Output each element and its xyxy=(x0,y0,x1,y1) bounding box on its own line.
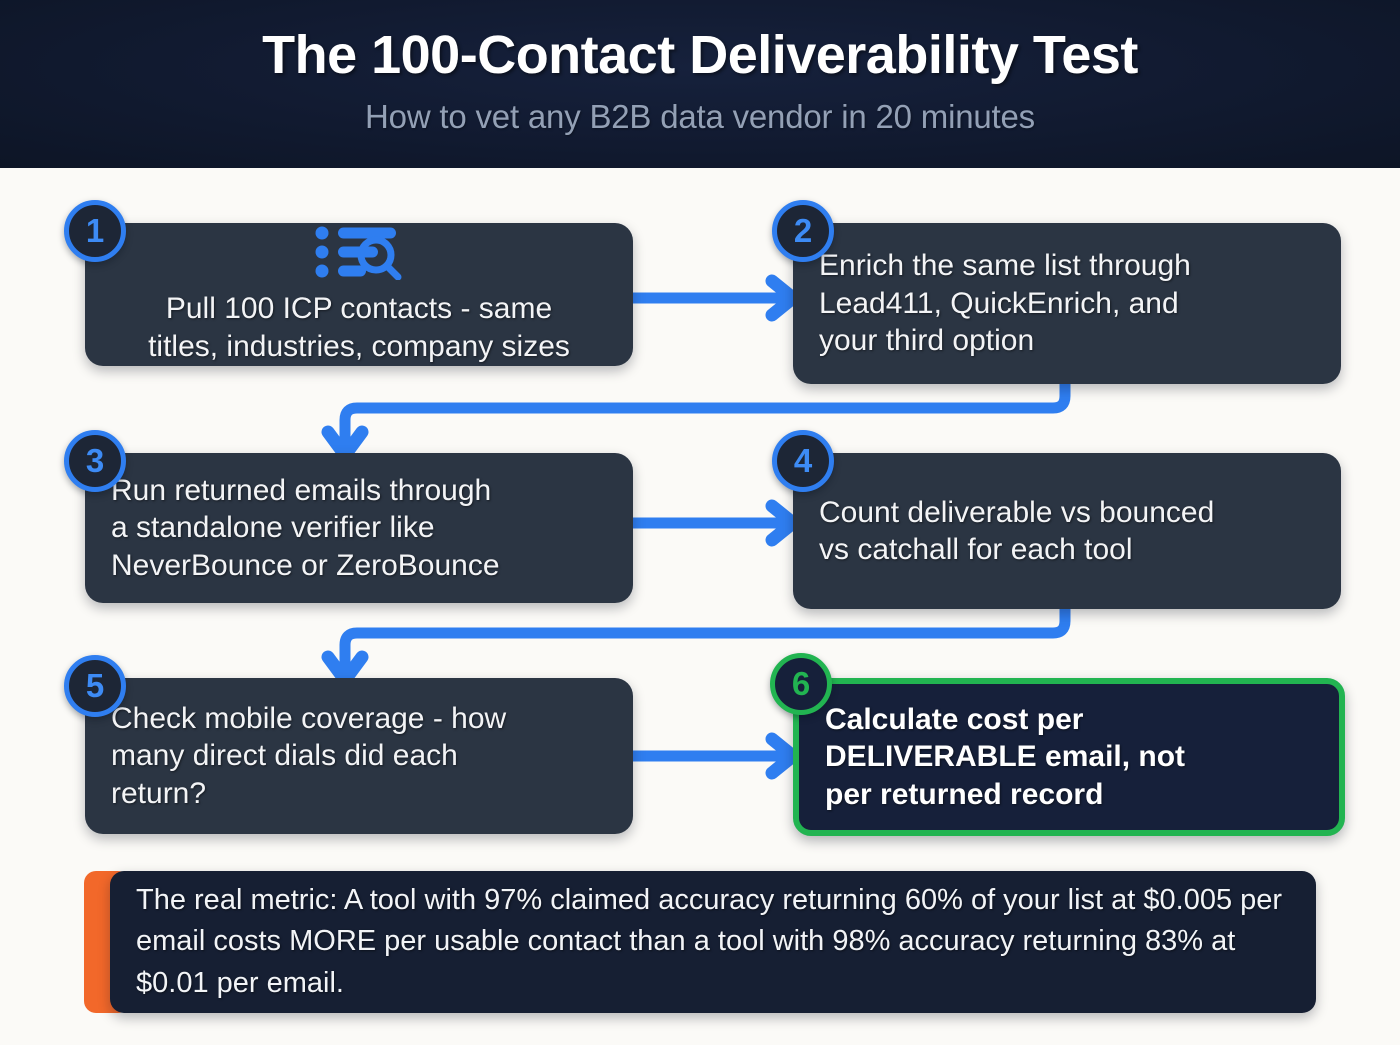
footer-callout: The real metric: A tool with 97% claimed… xyxy=(84,871,1316,1013)
footer-box: The real metric: A tool with 97% claimed… xyxy=(110,871,1316,1013)
step-2-number-badge: 2 xyxy=(772,200,834,262)
step-1-number-badge: 1 xyxy=(64,200,126,262)
list-search-icon xyxy=(85,224,633,280)
step-card-1[interactable]: Pull 100 ICP contacts - same titles, ind… xyxy=(64,200,633,366)
step-card-5[interactable]: Check mobile coverage - how many direct … xyxy=(64,655,633,834)
step-card-2[interactable]: Enrich the same list through Lead411, Qu… xyxy=(772,200,1341,384)
step-3-text: Run returned emails through a standalone… xyxy=(111,473,500,582)
step-3-body: Run returned emails through a standalone… xyxy=(85,453,633,603)
step-1-text: Pull 100 ICP contacts - same titles, ind… xyxy=(148,292,570,363)
step-5-body: Check mobile coverage - how many direct … xyxy=(85,678,633,834)
footer-text: The real metric: A tool with 97% claimed… xyxy=(136,884,1283,999)
step-3-number-badge: 3 xyxy=(64,430,126,492)
step-card-6[interactable]: Calculate cost per DELIVERABLE email, no… xyxy=(770,653,1345,836)
step-6-text: Calculate cost per DELIVERABLE email, no… xyxy=(825,702,1186,811)
step-card-4[interactable]: Count deliverable vs bounced vs catchall… xyxy=(772,430,1341,609)
step-2-text: Enrich the same list through Lead411, Qu… xyxy=(819,249,1191,358)
step-6-body: Calculate cost per DELIVERABLE email, no… xyxy=(793,678,1345,836)
page-subtitle: How to vet any B2B data vendor in 20 min… xyxy=(365,98,1035,135)
page-title: The 100-Contact Deliverability Test xyxy=(262,25,1138,85)
step-card-3[interactable]: Run returned emails through a standalone… xyxy=(64,430,633,603)
step-4-body: Count deliverable vs bounced vs catchall… xyxy=(793,453,1341,609)
arrow-step5-to-step6 xyxy=(627,732,800,780)
arrow-step4-to-step5 xyxy=(321,603,1071,687)
step-5-text: Check mobile coverage - how many direct … xyxy=(111,701,507,810)
arrow-step1-to-step2 xyxy=(627,274,800,322)
step-4-text: Count deliverable vs bounced vs catchall… xyxy=(819,495,1215,567)
step-4-number-badge: 4 xyxy=(772,430,834,492)
header-banner: The 100-Contact Deliverability Test How … xyxy=(0,0,1400,168)
step-1-body: Pull 100 ICP contacts - same titles, ind… xyxy=(85,223,633,366)
arrow-step3-to-step4 xyxy=(627,499,800,547)
step-2-body: Enrich the same list through Lead411, Qu… xyxy=(793,223,1341,384)
step-6-number-badge: 6 xyxy=(770,653,832,715)
step-5-number-badge: 5 xyxy=(64,655,126,717)
arrow-step2-to-step3 xyxy=(321,378,1071,462)
flow-diagram: .conn{fill:none;stroke:#2f7ef0;stroke-wi… xyxy=(0,168,1400,1045)
